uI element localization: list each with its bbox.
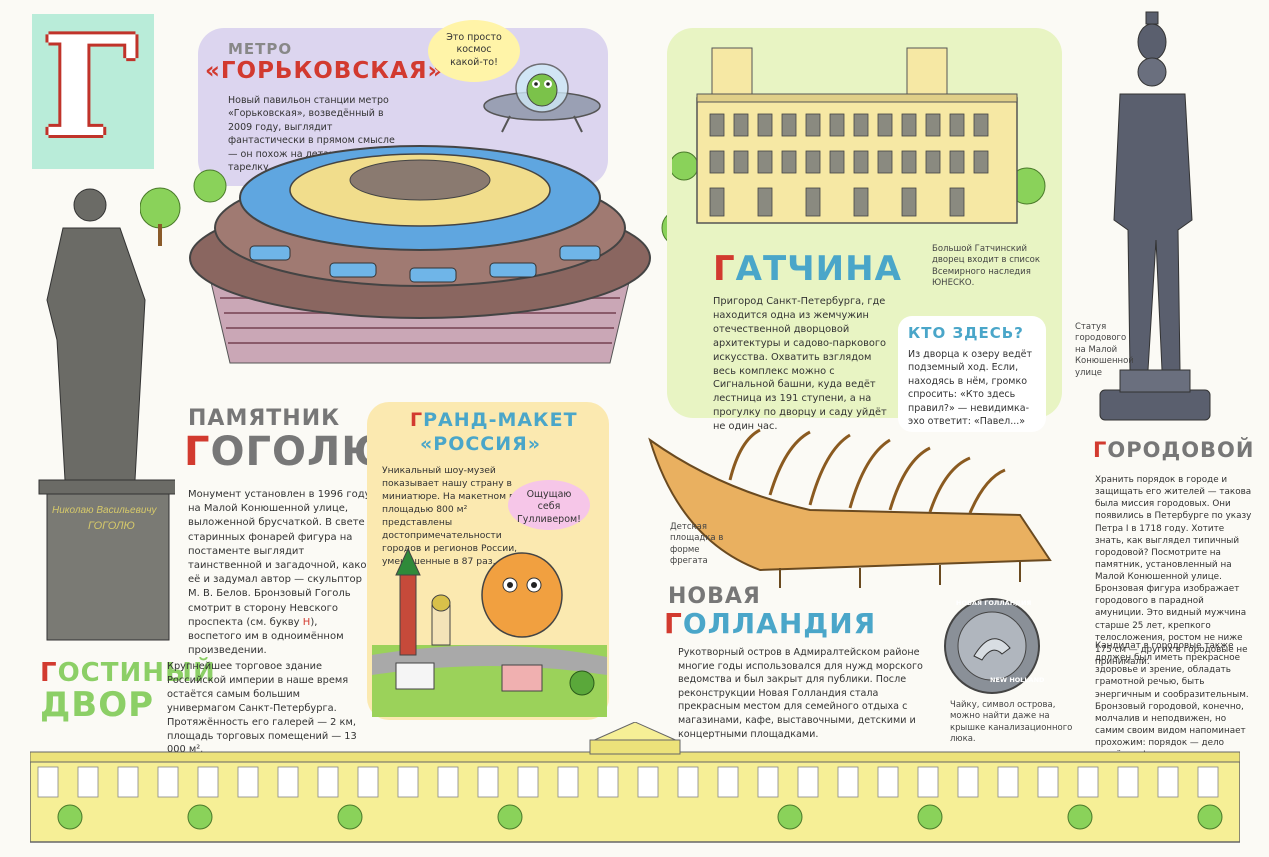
dvor-title-line1: ГОСТИНЫЙ <box>40 660 216 686</box>
metro-title: «ГОРЬКОВСКАЯ» <box>205 58 444 84</box>
hatch-caption: Чайку, символ острова, можно найти даже … <box>950 700 1073 745</box>
gogol-title-first-letter: Г <box>184 429 211 475</box>
maket-title-first-letter: Г <box>410 409 424 431</box>
maket-title-rest: РАНД-МАКЕТ <box>423 409 578 431</box>
gatchina-caption: Большой Гатчинский дворец входит в списо… <box>932 244 1040 289</box>
metro-text: Новый павильон станции метро «Горьковска… <box>228 95 395 174</box>
holland-title-line2: ГОЛЛАНДИЯ <box>664 610 876 638</box>
maket-title-line2: «РОССИЯ» <box>420 433 542 455</box>
holland-text: Рукотворный остров в Адмиралтейском райо… <box>678 647 923 740</box>
maket-text: Уникальный шоу-музей показывает нашу стр… <box>382 465 533 568</box>
dvor-title-line2: ДВОР <box>40 685 155 725</box>
gogol-text: Монумент установлен в 1996 году на Малой… <box>188 488 373 658</box>
gorodovoy-statue-illustration <box>1099 11 1211 421</box>
gostiny-dvor-building-illustration <box>30 722 1240 843</box>
letter-background <box>32 14 154 169</box>
gogol-title-rest: ОГОЛЮ <box>210 429 390 475</box>
holland-title-first-letter: Г <box>664 607 683 640</box>
manhole-cover-seagull-icon <box>944 598 1040 694</box>
kto-zdes-text: Из дворца к озеру ведёт подземный ход. Е… <box>908 349 1033 428</box>
hatch-top-text: НОВАЯ ГОЛЛАНДИЯ <box>956 599 1032 607</box>
dvor-title-first-letter: Г <box>40 658 58 688</box>
big-letter: Г <box>42 5 138 168</box>
pedestal-inscription-2: ГОГОЛЮ <box>88 520 135 532</box>
gorkovskaya-pavilion-illustration <box>140 145 699 364</box>
statue-caption: Статуя городового на Малой Конюшенной ул… <box>1075 322 1134 378</box>
ufo-illustration <box>483 63 601 133</box>
frigate-playground-illustration <box>648 428 1052 588</box>
cat-speech-bubble: Ощущаю себя Гулливером! <box>508 480 590 530</box>
dvor-title-rest: ОСТИНЫЙ <box>57 658 216 688</box>
gogol-text-letter: Н <box>302 616 311 628</box>
cat-speech-text: Ощущаю себя Гулливером! <box>517 489 581 525</box>
gorodovoy-text-1: Хранить порядок в городе и защищать его … <box>1095 475 1252 667</box>
gorodovoy-title: ГОРОДОВОЙ <box>1093 440 1254 461</box>
maket-title-line1: ГРАНД-МАКЕТ <box>410 411 578 430</box>
metro-prefix: МЕТРО <box>228 40 293 58</box>
frigate-caption: Детская площадка в форме фрегата <box>670 522 724 567</box>
gogol-title-line1: ПАМЯТНИК <box>188 406 341 431</box>
alien-speech-bubble: Это просто космос какой-то! <box>428 20 520 82</box>
alien-speech-text: Это просто космос какой-то! <box>446 32 502 68</box>
hatch-bottom-text: NEW HOLLAND <box>990 676 1045 684</box>
gogol-title-line2: ГОГОЛЮ <box>184 432 389 472</box>
gatchina-palace-illustration <box>672 47 1046 224</box>
gogol-text-after: ), воспетого им в одноимённом произведен… <box>188 616 344 657</box>
holland-title-rest: ОЛЛАНДИЯ <box>682 607 877 640</box>
gatchina-text: Пригород Санкт-Петербурга, где находится… <box>713 296 887 433</box>
kto-zdes-title: КТО ЗДЕСЬ? <box>908 324 1024 342</box>
kto-zdes-box <box>898 316 1046 432</box>
gatchina-title-first-letter: Г <box>713 249 736 289</box>
gogol-statue-illustration <box>38 188 175 641</box>
gogol-text-before: Монумент установлен в 1996 году на Малой… <box>188 489 374 628</box>
gorodovoy-title-rest: ОРОДОВОЙ <box>1107 438 1255 462</box>
grand-maket-illustration <box>372 547 607 717</box>
gorodovoy-title-first-letter: Г <box>1093 438 1108 462</box>
gatchina-title: ГАТЧИНА <box>713 252 902 286</box>
pedestal-inscription-1: Николаю Васильевичу <box>52 505 157 516</box>
dvor-text: Крупнейшее торговое здание Российской им… <box>167 661 357 756</box>
holland-title-line1: НОВАЯ <box>668 584 761 609</box>
gatchina-title-rest: АТЧИНА <box>735 249 902 289</box>
